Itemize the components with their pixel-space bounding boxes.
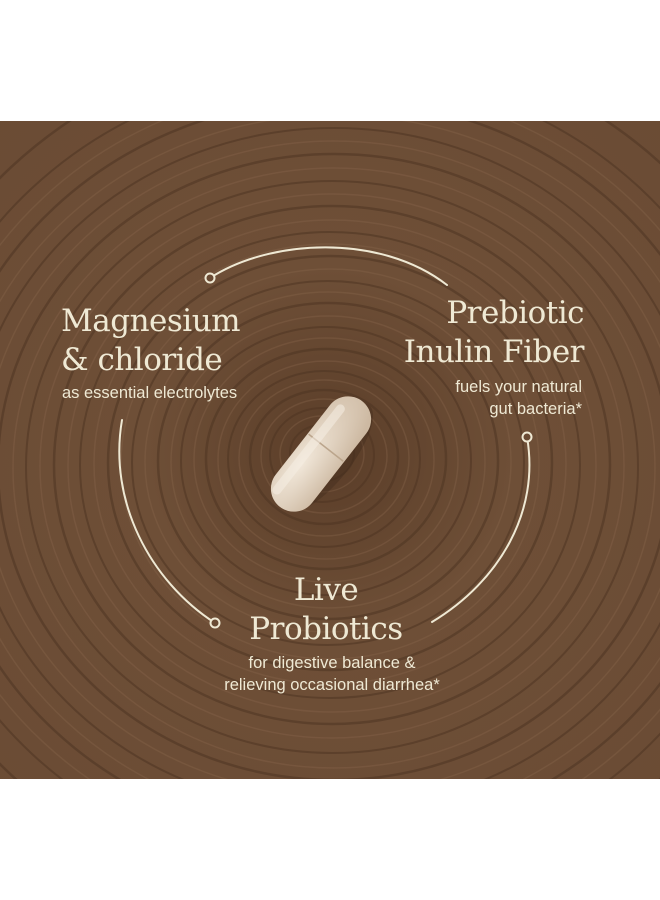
wood-rings-illustration	[0, 121, 660, 779]
probiotics-description-line2: relieving occasional diarrhea*	[224, 676, 440, 694]
magnesium-title-line2: & chloride	[61, 342, 223, 378]
dot-bottom-left	[209, 617, 221, 629]
connector-dots	[204, 272, 533, 629]
prebiotic-title-line1: Prebiotic	[446, 295, 584, 331]
prebiotic-description-line1: fuels your natural	[455, 378, 582, 396]
arc-right	[431, 436, 531, 623]
probiotics-title-line2: Probiotics	[249, 611, 403, 647]
connector-arcs	[118, 246, 531, 624]
tree-ring-highlights	[0, 121, 660, 779]
dot-top-left	[204, 272, 216, 284]
prebiotic-description-line2: gut bacteria*	[489, 400, 582, 418]
arc-left	[118, 419, 216, 624]
arc-top	[209, 246, 448, 286]
probiotics-title-line1: Live	[293, 572, 359, 608]
magnesium-title-line1: Magnesium	[61, 303, 241, 339]
magnesium-description: as essential electrolytes	[62, 384, 238, 402]
prebiotic-title-line2: Inulin Fiber	[403, 334, 585, 370]
dot-right	[521, 431, 533, 443]
probiotics-description-line1: for digestive balance &	[248, 654, 416, 672]
wood-background-panel: Magnesium & chloride as essential electr…	[0, 121, 660, 779]
tree-rings	[0, 121, 660, 779]
capsule-pill	[270, 396, 374, 512]
